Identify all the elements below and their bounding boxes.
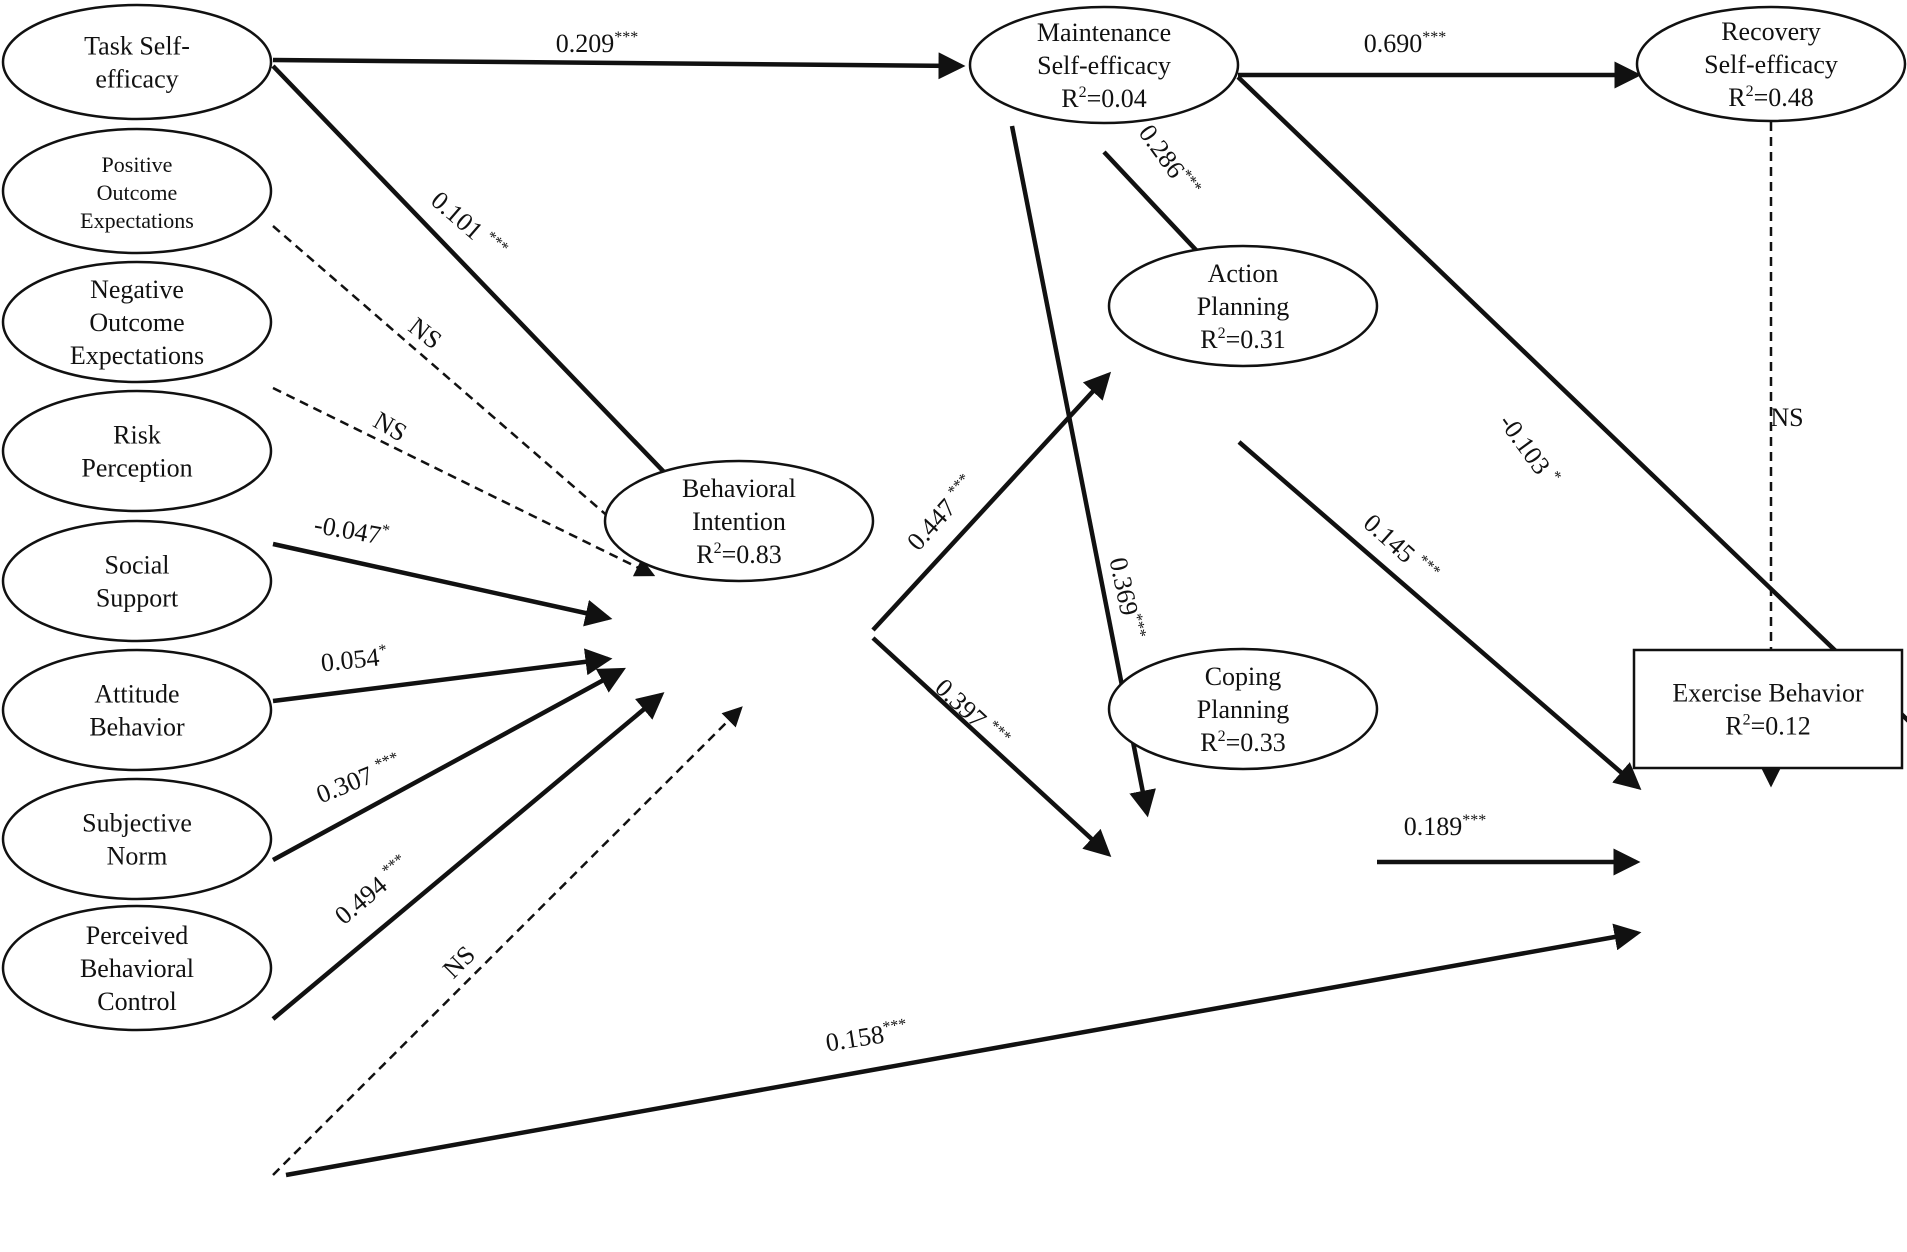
node-label-line: Planning (1197, 695, 1289, 724)
node-label-line: Outcome (89, 308, 184, 337)
node-task-self-efficacy: Task Self-efficacy (1, 3, 273, 121)
r-squared-label: R2=0.33 (1200, 728, 1286, 757)
node-label-line: Coping (1205, 662, 1282, 691)
node-label-line: Subjective (82, 809, 192, 838)
node-label-line: Planning (1197, 292, 1289, 321)
coef-task-to-intention: 0.101 *** (425, 185, 511, 265)
node-label-line: Social (105, 551, 170, 580)
arrow-intention-to-action (871, 371, 1112, 632)
node-label-line: Expectations (80, 208, 194, 233)
coef-negative-to-intention: NS (369, 406, 412, 448)
coef-intention-to-coping: 0.397 *** (929, 673, 1014, 755)
arrow-subjective-to-intention (271, 692, 665, 1021)
node-label-line: Maintenance (1037, 18, 1171, 47)
coef-maintenance-to-exercise: -0.103 * (1493, 408, 1564, 491)
node-label-line: Intention (692, 507, 786, 536)
coef-task-to-maintenance: 0.209*** (556, 29, 639, 58)
construct-nodes: Task Self-efficacyPositiveOutcomeExpecta… (1, 3, 1907, 1032)
r-squared-label: R2=0.31 (1200, 325, 1286, 354)
node-label-line: Outcome (97, 180, 178, 205)
node-label-line: Expectations (70, 341, 204, 370)
arrow-social-to-intention (272, 648, 613, 704)
node-label-line: Behavior (89, 713, 185, 742)
r-squared-label: R2=0.04 (1061, 84, 1147, 113)
node-label-line: efficacy (95, 65, 178, 94)
arrow-task-to-maintenance (272, 52, 966, 80)
coef-recovery-to-exercise: NS (1770, 403, 1803, 432)
node-label-line: Self-efficacy (1704, 50, 1838, 79)
coef-risk-to-intention: -0.047* (312, 510, 391, 552)
node-label-line: Positive (102, 152, 173, 177)
coef-subjective-to-intention: 0.494 *** (329, 851, 416, 930)
coef-action-to-exercise: 0.145 *** (1358, 508, 1444, 589)
path-arrows (271, 52, 1907, 1178)
r-squared-label: R2=0.83 (696, 540, 782, 569)
arrow-negative-to-intention (272, 386, 656, 577)
coef-social-to-intention: 0.054* (320, 642, 389, 678)
arrow-pbc-to-intention (272, 706, 743, 1176)
path-coefficient-labels: 0.209*** 0.101 *** NS NS -0.047* 0.054* 0.307 … (312, 29, 1804, 1057)
arrow-pbc-to-exercise (285, 923, 1642, 1178)
node-label-line: Exercise Behavior (1672, 679, 1864, 708)
node-label-line: Support (96, 584, 179, 613)
node-label-line: Behavioral (80, 954, 194, 983)
coef-coping-to-exercise: 0.189*** (1404, 812, 1487, 841)
coef-attitude-to-intention: 0.307 *** (312, 749, 405, 809)
r-squared-label: R2=0.12 (1725, 712, 1811, 741)
node-label-line: Control (97, 987, 176, 1016)
node-label-line: Attitude (94, 680, 179, 709)
node-label-line: Risk (113, 421, 161, 450)
node-label-line: Self-efficacy (1037, 51, 1171, 80)
coef-pbc-to-exercise: 0.158*** (824, 1016, 910, 1058)
arrow-attitude-to-intention (271, 667, 626, 862)
node-label-line: Norm (107, 842, 168, 871)
node-label-line: Perception (81, 454, 192, 483)
coef-intention-to-action: 0.447 *** (901, 471, 982, 557)
arrow-positive-to-intention (272, 225, 673, 573)
coef-positive-to-intention: NS (403, 312, 447, 355)
node-label-line: Negative (90, 275, 184, 304)
r-squared-label: R2=0.48 (1728, 83, 1814, 112)
node-label-line: Behavioral (682, 474, 796, 503)
node-label-line: Recovery (1721, 17, 1821, 46)
arrow-intention-to-coping (871, 636, 1112, 858)
arrow-risk-to-intention (272, 541, 613, 627)
node-label-line: Action (1208, 259, 1279, 288)
arrow-action-to-exercise (1237, 440, 1642, 790)
node-label-line: Task Self- (84, 32, 190, 61)
coef-maintenance-to-recovery: 0.690*** (1364, 29, 1447, 58)
coef-maintenance-to-action: 0.286*** (1133, 119, 1205, 203)
node-label-line: Perceived (86, 921, 189, 950)
coef-pbc-to-intention: NS (437, 940, 481, 984)
